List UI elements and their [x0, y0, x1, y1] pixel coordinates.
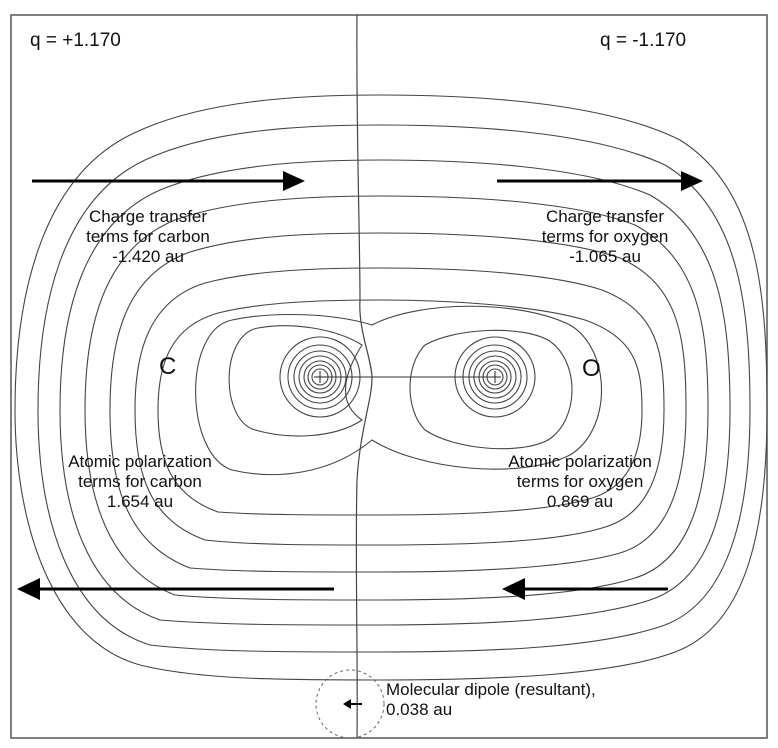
- polarization-arrow-oxygen: [502, 578, 668, 600]
- atomic-polarization-oxygen-label: Atomic polarization terms for oxygen 0.8…: [482, 452, 678, 512]
- ct-carbon-line2: terms for carbon: [86, 227, 210, 246]
- ap-oxygen-line2: terms for oxygen: [516, 472, 644, 491]
- bond-line: [314, 371, 501, 383]
- atom-oxygen-label: O: [582, 355, 601, 382]
- ap-oxygen-line1: Atomic polarization: [508, 452, 652, 471]
- charge-transfer-oxygen-label: Charge transfer terms for oxygen -1.065 …: [512, 207, 698, 267]
- charge-left: q = +1.170: [30, 30, 121, 51]
- interatomic-surface-line: [355, 14, 373, 739]
- ap-carbon-line3: 1.654 au: [106, 492, 174, 511]
- outer-contours: [14, 94, 768, 681]
- dipole-line1: Molecular dipole (resultant),: [386, 680, 596, 699]
- ct-oxygen-line1: Charge transfer: [545, 207, 665, 226]
- atom-carbon-label: C: [159, 353, 177, 380]
- ap-oxygen-line3: 0.869 au: [546, 492, 614, 511]
- ap-carbon-line1: Atomic polarization: [68, 452, 212, 471]
- ct-carbon-line1: Charge transfer: [88, 207, 208, 226]
- dipole-line2: 0.038 au: [386, 700, 453, 719]
- inner-contours: [195, 305, 603, 476]
- charge-transfer-arrow-carbon: [32, 171, 305, 191]
- polarization-arrow-carbon: [17, 578, 334, 600]
- charge-right: q = -1.170: [600, 30, 687, 51]
- atomic-polarization-carbon-label: Atomic polarization terms for carbon 1.6…: [42, 452, 238, 512]
- molecular-dipole-label: Molecular dipole (resultant), 0.038 au: [386, 680, 596, 720]
- dipole-resultant: [315, 669, 385, 739]
- charge-transfer-carbon-label: Charge transfer terms for carbon -1.420 …: [55, 207, 241, 267]
- ct-oxygen-line2: terms for oxygen: [541, 227, 669, 246]
- ct-oxygen-line3: -1.065 au: [569, 247, 641, 266]
- ap-carbon-line2: terms for carbon: [78, 472, 202, 491]
- ct-carbon-line3: -1.420 au: [112, 247, 184, 266]
- charge-transfer-arrow-oxygen: [497, 171, 703, 191]
